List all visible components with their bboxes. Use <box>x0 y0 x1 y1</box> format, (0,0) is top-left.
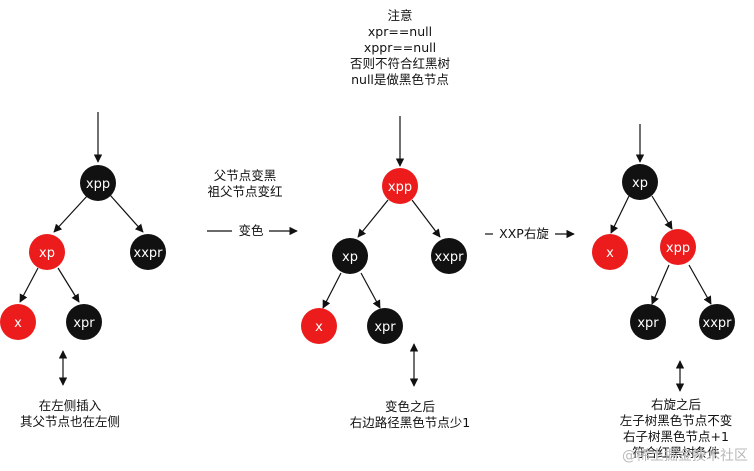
node-xp-label: xp <box>39 246 55 261</box>
rotate-arrow: XXP右旋 <box>485 226 575 241</box>
edge <box>360 272 381 309</box>
node-xpp <box>382 168 418 204</box>
step1-note-line: 祖父节点变红 <box>207 184 283 199</box>
edge <box>53 194 89 233</box>
edge <box>610 195 630 234</box>
node-xpp <box>80 165 116 201</box>
left-bottom-note-line: 其父节点也在左侧 <box>19 414 120 429</box>
node-xpr <box>367 308 403 344</box>
node-x-label: x <box>14 316 22 331</box>
middle-bottom-note-line: 变色之后 <box>384 399 435 414</box>
tree-before: xpp xp xxpr x xpr <box>0 112 166 386</box>
top-note-line: null是做黑色节点 <box>351 72 449 87</box>
node-xpp-label: xpp <box>388 180 412 195</box>
edge <box>651 264 670 305</box>
node-xpr-label: xpr <box>637 316 659 331</box>
step1-note-line: 父节点变黑 <box>213 168 277 183</box>
node-xxpr-label: xxpr <box>703 316 733 331</box>
edge <box>688 264 712 305</box>
node-xxpr-label: xxpr <box>134 246 164 261</box>
node-xxpr <box>431 238 467 274</box>
right-bottom-note-line: 左子树黑色节点不变 <box>619 413 733 428</box>
node-xpr-label: xpr <box>374 320 396 335</box>
recolor-arrow: 变色 <box>207 223 298 238</box>
right-bottom-note-line: 符合红黑树条件 <box>632 445 720 460</box>
node-xp-label: xp <box>632 176 648 191</box>
recolor-label: 变色 <box>238 223 264 238</box>
right-bottom-note-line: 右旋之后 <box>650 397 701 412</box>
node-xpr-label: xpr <box>73 316 95 331</box>
step1-note: 父节点变黑 祖父节点变红 <box>190 168 300 200</box>
edge <box>411 199 441 238</box>
node-xpp <box>660 229 696 265</box>
top-note-line: 注意 <box>387 8 413 23</box>
node-x-label: x <box>606 246 614 261</box>
node-xxpr <box>699 304 735 340</box>
node-x <box>301 308 337 344</box>
node-xpr <box>630 304 666 340</box>
top-note: 注意 xpr==null xppr==null 否则不符合红黑树 null是做黑… <box>330 8 470 88</box>
node-xp <box>622 164 658 200</box>
middle-bottom-note: 变色之后 右边路径黑色节点少1 <box>335 399 485 431</box>
right-bottom-note: 右旋之后 左子树黑色节点不变 右子树黑色节点+1 符合红黑树条件 <box>606 397 746 461</box>
left-bottom-note: 在左侧插入 其父节点也在左侧 <box>0 398 140 430</box>
edge <box>357 199 389 238</box>
edge <box>19 267 39 303</box>
watermark: @稀土掘金技术社区 <box>622 448 748 464</box>
node-xp <box>332 238 368 274</box>
top-note-line: xpr==null <box>367 24 433 39</box>
tree-rotated: xp x xpp xpr xxpr <box>592 124 735 392</box>
edge <box>109 194 144 233</box>
top-note-line: 否则不符合红黑树 <box>349 56 450 71</box>
tree-recolored: xpp xp xxpr x xpr <box>301 116 467 387</box>
middle-bottom-note-line: 右边路径黑色节点少1 <box>349 415 471 430</box>
node-x <box>592 234 628 270</box>
edge <box>57 267 80 303</box>
top-note-line: xppr==null <box>363 40 437 55</box>
node-x-label: x <box>315 320 323 335</box>
node-x <box>0 304 36 340</box>
node-xp-label: xp <box>342 250 358 265</box>
rotate-label: XXP右旋 <box>499 226 549 241</box>
node-xpp-label: xpp <box>86 177 110 192</box>
node-xxpr <box>130 234 166 270</box>
node-xpr <box>66 304 102 340</box>
edge <box>651 195 673 230</box>
node-xp <box>29 234 65 270</box>
edge <box>322 272 342 309</box>
right-bottom-note-line: 右子树黑色节点+1 <box>623 429 729 444</box>
node-xpp-label: xpp <box>666 241 690 256</box>
node-xxpr-label: xxpr <box>435 250 465 265</box>
left-bottom-note-line: 在左侧插入 <box>38 398 102 413</box>
